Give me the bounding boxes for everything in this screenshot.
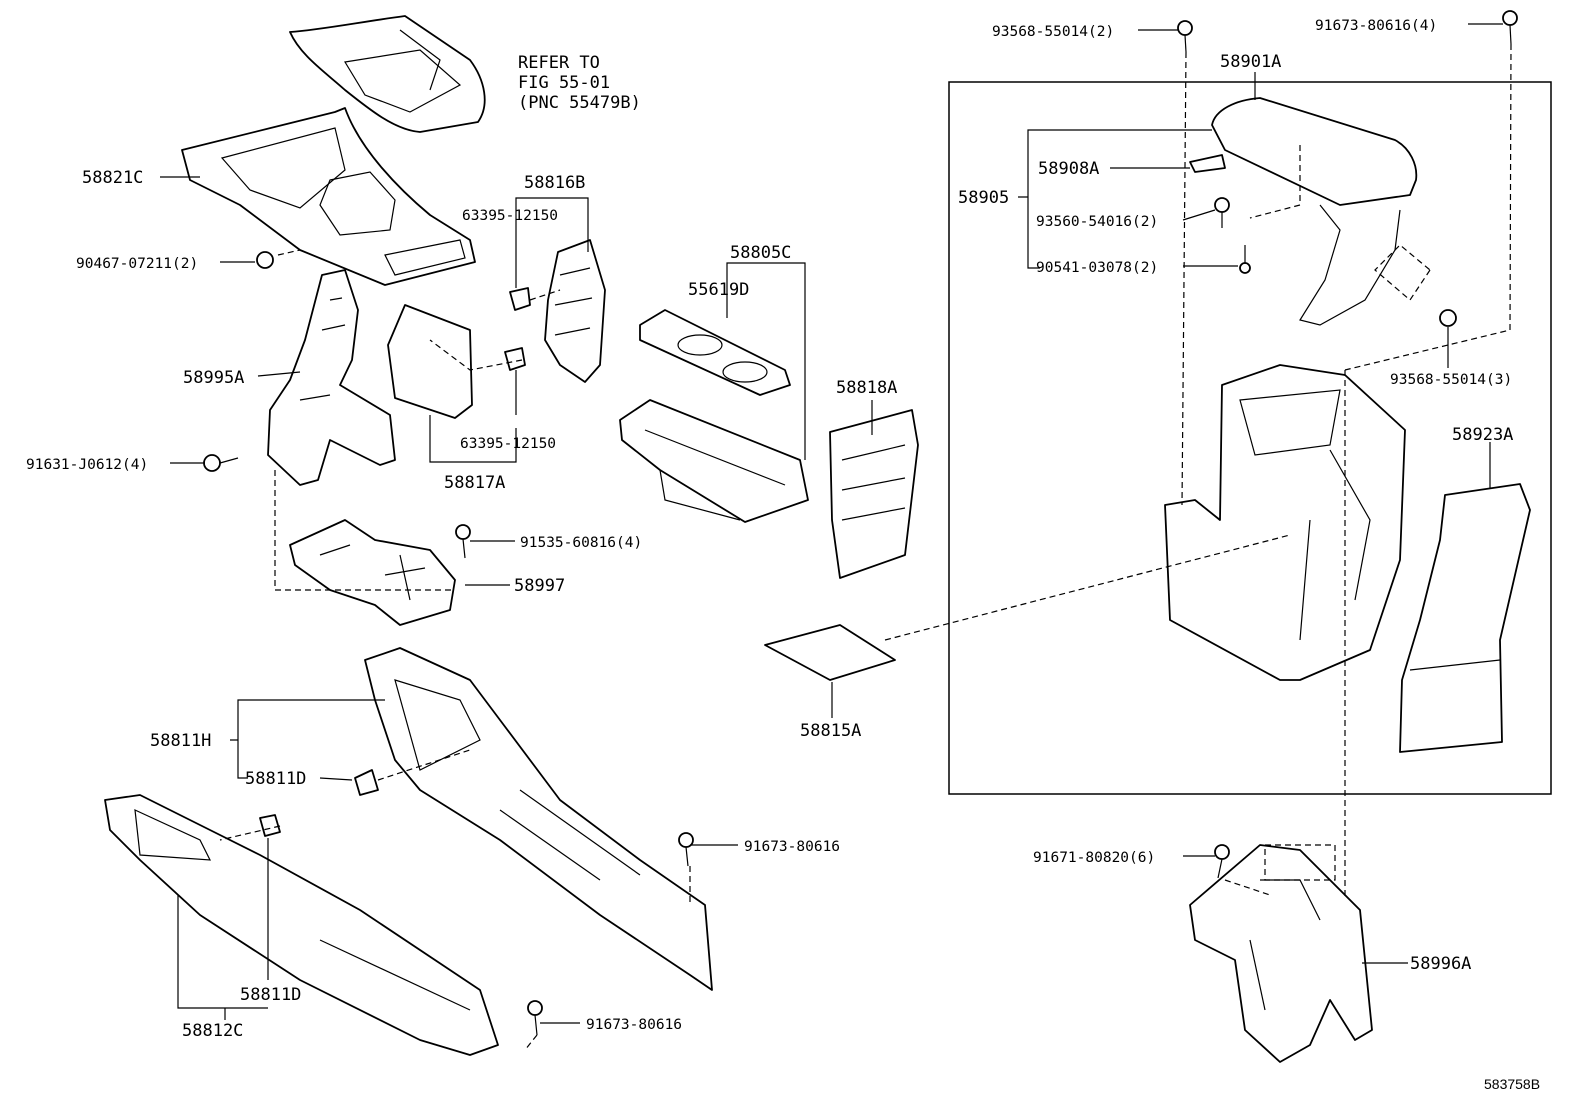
clip-63395-lower [504, 347, 526, 371]
cup-mat-55619d-part [639, 309, 791, 396]
label-58821c: 58821C [82, 168, 143, 188]
bolt-91673-low [527, 1000, 543, 1036]
side-bracket-58816b-part [544, 239, 606, 383]
label-91673-low: 91673-80616 [586, 1017, 682, 1033]
bolt-91535 [455, 524, 471, 559]
label-58996a: 58996A [1410, 954, 1471, 974]
label-58811d-lower: 58811D [240, 985, 301, 1005]
label-58818a: 58818A [836, 378, 897, 398]
bolt-93568-top [1177, 20, 1193, 53]
bolt-91631 [203, 454, 239, 472]
figure-reference-code: 583758B [1484, 1076, 1540, 1092]
label-90541: 90541-03078(2) [1036, 260, 1158, 276]
label-58811h: 58811H [150, 731, 211, 751]
refer-line-1: REFER TO [518, 53, 600, 73]
refer-line-3: (PNC 55479B) [518, 93, 641, 113]
bolt-91673-top [1502, 10, 1518, 45]
label-58905: 58905 [958, 188, 1009, 208]
label-63395-bottom: 63395-12150 [460, 436, 556, 452]
console-box-body-part [1164, 364, 1406, 681]
label-58901a: 58901A [1220, 52, 1281, 72]
bracket-58995a-part [267, 269, 396, 486]
shift-bezel-part [289, 15, 486, 133]
label-93568-top: 93568-55014(2) [992, 24, 1114, 40]
label-58997: 58997 [514, 576, 565, 596]
curved-panel-58817a-part [387, 304, 473, 419]
side-panel-58818a-part [829, 409, 919, 579]
label-93568-right: 93568-55014(3) [1390, 372, 1512, 388]
label-58805c: 58805C [730, 243, 791, 263]
console-box-58805c-part [619, 399, 809, 523]
label-58817a: 58817A [444, 473, 505, 493]
lower-side-panel-58812c-part [104, 794, 499, 1056]
bolt-91671 [1214, 844, 1230, 879]
hinge-58908a-part [1189, 154, 1226, 173]
label-58811d-upper: 58811D [245, 769, 306, 789]
clip-58811d-upper [354, 769, 379, 796]
label-91673-top: 91673-80616(4) [1315, 18, 1437, 34]
label-58815a: 58815A [800, 721, 861, 741]
pad-58923a-part [1399, 483, 1531, 753]
bolt-93560 [1214, 197, 1230, 228]
label-93560: 93560-54016(2) [1036, 214, 1158, 230]
label-58995a: 58995A [183, 368, 244, 388]
lower-frame-58811h-part [364, 647, 713, 991]
bolt-90467 [256, 251, 274, 269]
label-91535: 91535-60816(4) [520, 535, 642, 551]
bracket-58997-part [289, 519, 456, 626]
mat-58815a-part [764, 624, 896, 681]
label-58816b: 58816B [524, 173, 585, 193]
armrest-group-box [948, 81, 1552, 795]
label-91673-mid: 91673-80616 [744, 839, 840, 855]
refer-line-2: FIG 55-01 [518, 73, 610, 93]
clip-58811d-lower [259, 814, 281, 837]
label-91631: 91631-J0612(4) [26, 457, 148, 473]
bracket-58996a-part [1189, 844, 1373, 1063]
bolt-90541 [1239, 245, 1251, 274]
console-upper-panel-part [181, 107, 476, 286]
label-91671: 91671-80820(6) [1033, 850, 1155, 866]
label-63395-top: 63395-12150 [462, 208, 558, 224]
clip-63395-upper [509, 287, 531, 311]
label-58908a: 58908A [1038, 159, 1099, 179]
label-58812c: 58812C [182, 1021, 243, 1041]
label-55619d: 55619D [688, 280, 749, 300]
bolt-91673-mid [678, 832, 694, 867]
label-90467: 90467-07211(2) [76, 256, 198, 272]
label-58923a: 58923A [1452, 425, 1513, 445]
bolt-93568-right [1439, 309, 1457, 327]
armrest-lid-58905-part [1211, 97, 1418, 326]
